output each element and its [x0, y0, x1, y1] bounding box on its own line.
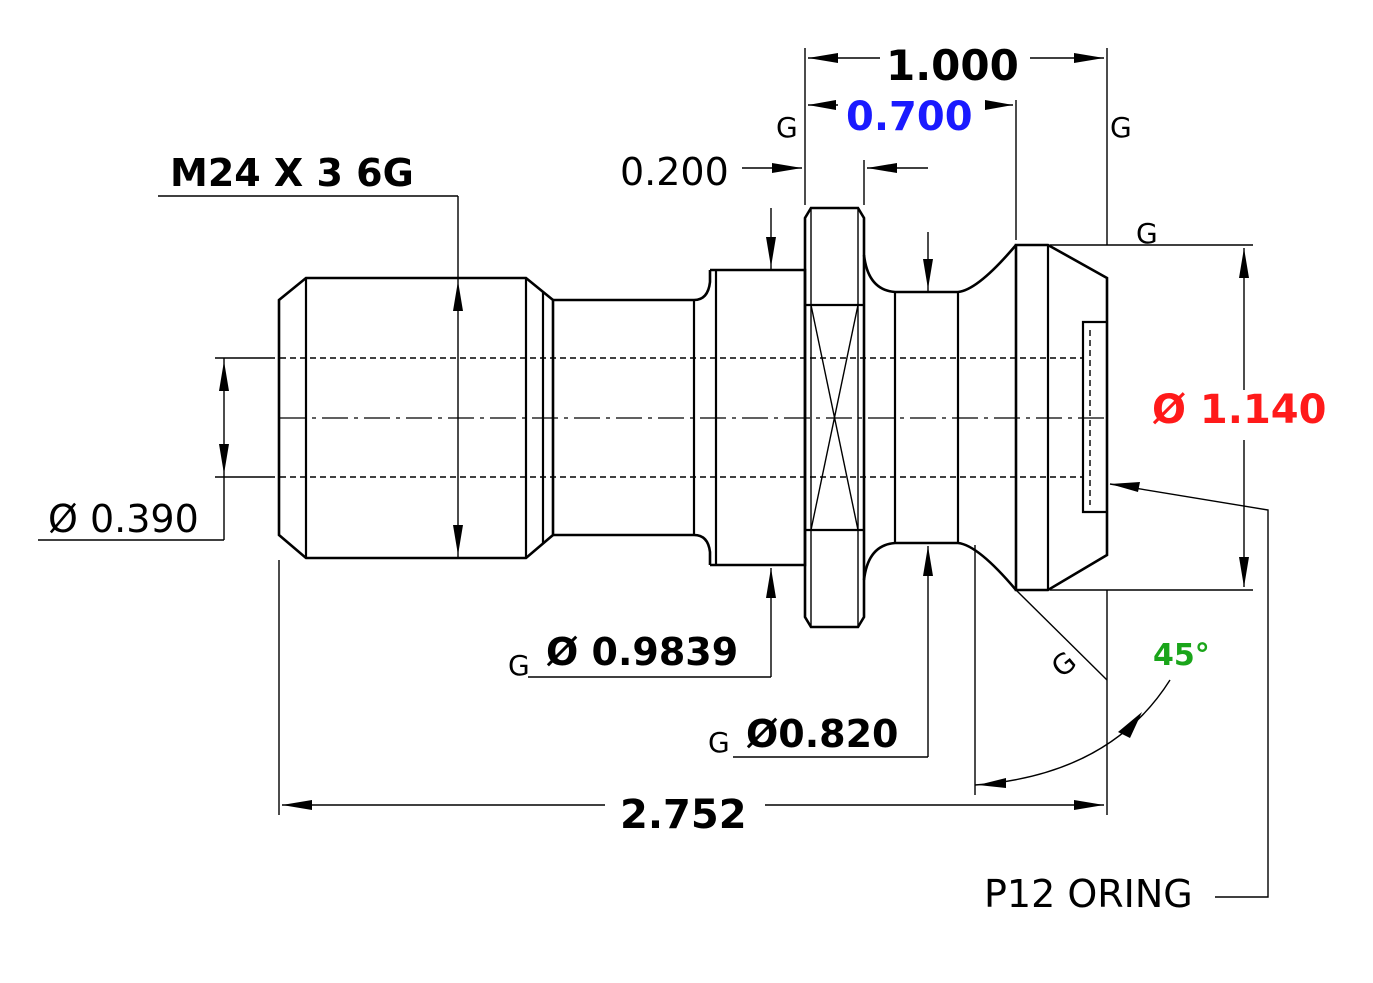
shank-dia-label: Ø 0.9839	[546, 630, 738, 674]
oring-groove	[1081, 320, 1107, 514]
grind-mark: G	[1136, 217, 1158, 250]
grind-mark: G	[776, 111, 798, 144]
oring-label: P12 ORING	[984, 872, 1193, 916]
head-dia-label: Ø 1.140	[1152, 387, 1326, 433]
dimension-lines	[38, 48, 1269, 898]
angle-label: 45°	[1153, 638, 1210, 673]
grind-mark: G	[1110, 111, 1132, 144]
flange-width-label: 0.200	[620, 150, 729, 194]
grind-mark: G	[708, 726, 730, 759]
top-length-label: 1.000	[886, 41, 1019, 90]
grind-mark: G	[508, 649, 530, 682]
dimension-labels: M24 X 3 6G Ø 0.390 1.000 0.700 0.200 Ø 0…	[48, 41, 1326, 916]
total-length-label: 2.752	[620, 792, 747, 838]
flange-to-taper-label: 0.700	[846, 94, 973, 140]
neck-dia-label: Ø0.820	[746, 712, 899, 756]
hidden-lines	[280, 357, 1110, 478]
bore-dia-label: Ø 0.390	[48, 497, 199, 541]
thread-spec-label: M24 X 3 6G	[170, 151, 414, 195]
